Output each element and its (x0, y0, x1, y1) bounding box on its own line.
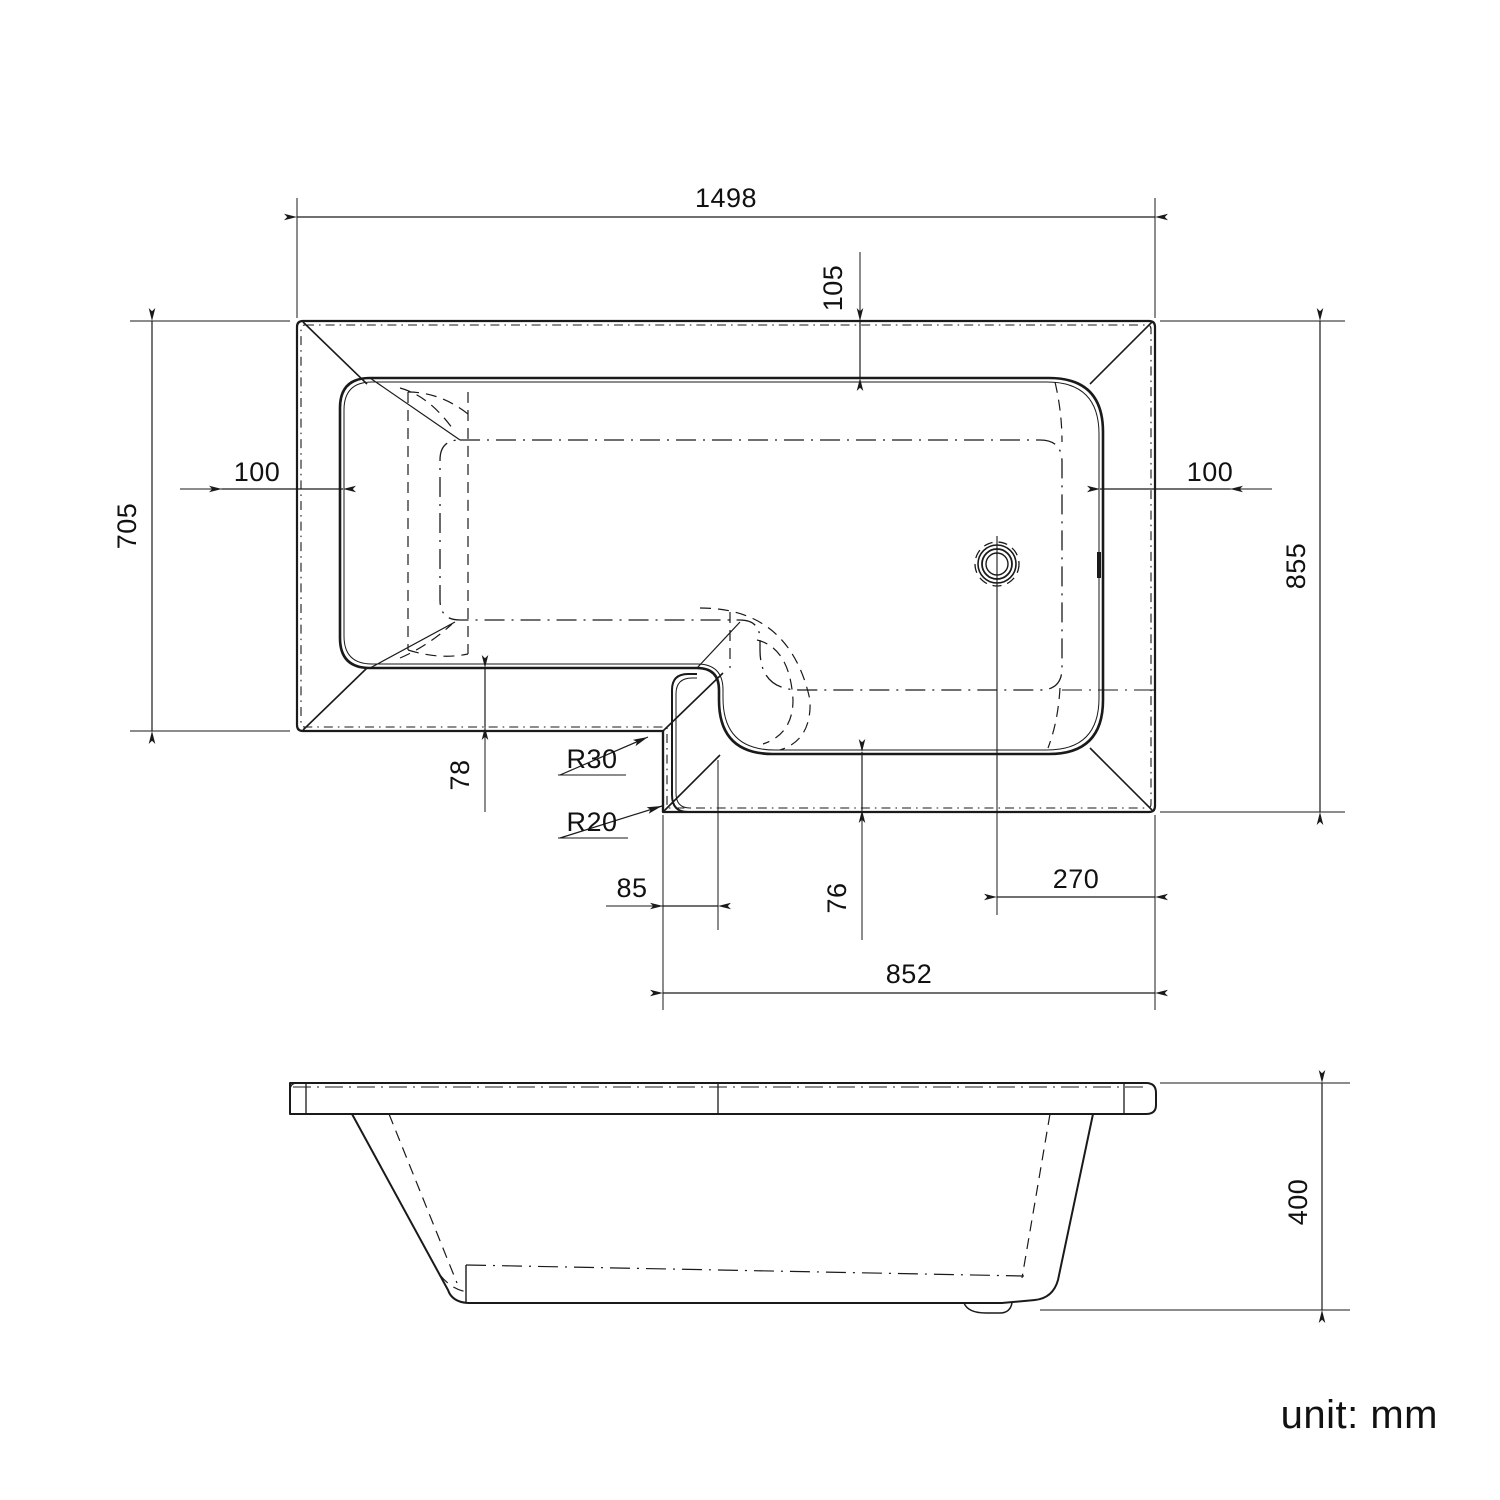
plan-slope-bl (369, 621, 456, 669)
plan-miter-tl (302, 321, 368, 385)
dim-label-105: 105 (818, 265, 848, 312)
plan-hidden-corner-br (1047, 687, 1061, 749)
lead-R20 (559, 805, 663, 839)
plan-bowl-opening (338, 376, 1105, 756)
elev-hidden-right (1021, 1113, 1051, 1279)
dim-label-R20: R20 (566, 807, 617, 837)
dim-label-1498: 1498 (695, 183, 757, 213)
plan-step-riser-face (671, 673, 697, 813)
elev-hidden-left-curve (439, 1274, 469, 1293)
elev-rim-corner-left (289, 1082, 298, 1090)
plan-slope-tl (369, 377, 461, 441)
plan-hidden-step-arc (699, 607, 811, 751)
dim-label-78: 78 (445, 759, 475, 790)
dim-label-100-right: 100 (1187, 457, 1234, 487)
plan-miter-br (1089, 747, 1153, 811)
plan-view-geometry (295, 319, 1157, 814)
plan-hidden-step-arc3 (756, 639, 794, 745)
plan-hidden-corner-tl (399, 387, 456, 433)
dim-label-270: 270 (1053, 864, 1100, 894)
plan-outer-rim (295, 319, 1157, 814)
plan-step-riser-face-offset (675, 677, 697, 809)
elev-rim-slab (289, 1082, 1157, 1115)
elev-center-bottom (465, 1264, 1025, 1277)
elev-right-wall (1034, 1113, 1094, 1301)
elevation-view-geometry (289, 1070, 1350, 1323)
dim-label-85: 85 (616, 873, 647, 903)
plan-miter-bl (302, 667, 368, 731)
plan-slope-step (696, 621, 741, 669)
plan-dimensions (130, 198, 1345, 1010)
dim-label-400: 400 (1283, 1179, 1313, 1226)
plan-outer-rim-offset (300, 324, 1152, 809)
plan-hidden-corner-tr (1054, 381, 1063, 443)
plan-hidden-left-bowl-arc-top (407, 391, 469, 415)
elev-foot (963, 1302, 1013, 1314)
lead-R30 (559, 736, 649, 776)
plan-hidden-corner-bl (399, 623, 453, 659)
dimension-labels: 1498 105 705 855 100 100 78 R30 R20 85 7… (112, 183, 1313, 1225)
plan-bowl-bottom (439, 439, 1063, 691)
plan-miter-tr (1089, 321, 1153, 385)
dim-label-852: 852 (886, 959, 933, 989)
elev-left-wall (351, 1113, 469, 1304)
dim-label-100-left: 100 (234, 457, 281, 487)
plan-hidden-left-bowl-arc-bot (407, 649, 469, 657)
elev-hidden-left (388, 1113, 458, 1284)
elev-bottom (468, 1299, 1036, 1304)
dim-label-705: 705 (112, 503, 142, 550)
dim-label-R30: R30 (566, 744, 617, 774)
dim-label-855: 855 (1281, 543, 1311, 590)
unit-note: unit: mm (1280, 1393, 1438, 1437)
dim-label-76: 76 (822, 882, 852, 913)
plan-bowl-opening-offset (343, 381, 1100, 751)
